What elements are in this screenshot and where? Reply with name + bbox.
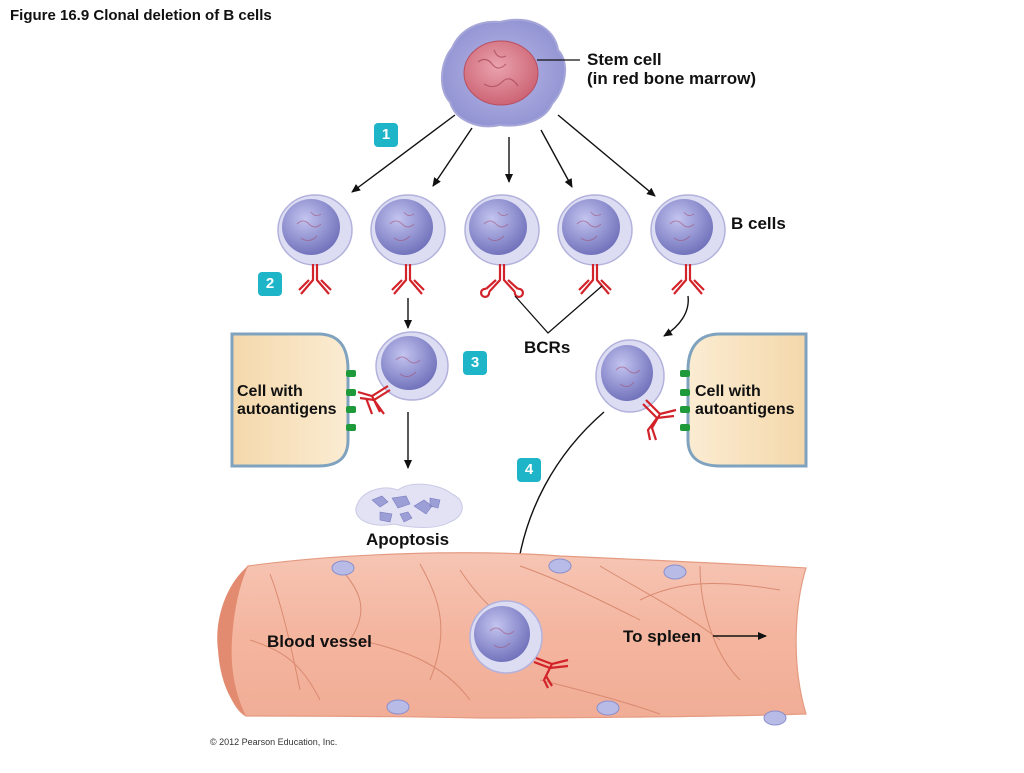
left-cell-with-autoantigens-label: Cell with autoantigens [237,383,337,419]
b-cells-label: B cells [731,214,786,233]
bcr-binding-right [642,399,677,441]
step-2-badge: 2 [258,272,282,296]
b-cell-5 [650,194,726,266]
left-cell-label-line1: Cell with [237,383,303,400]
stem-cell [441,18,567,128]
right-cell-label-line2: autoantigens [695,400,795,418]
apoptotic-cell [355,483,463,528]
autoantigens-right [680,370,690,431]
step-4-badge: 4 [517,458,541,482]
left-autoantigen-cell [230,332,356,468]
arrow-to-b-cell-2 [432,127,473,187]
bcrs-pointer-lines [514,285,603,334]
bcr-3 [480,264,524,298]
step-3-badge: 3 [463,351,487,375]
differentiation-arrows [351,114,656,197]
arrow-to-b-cell-1 [351,114,456,193]
stem-cell-label-line2: (in red bone marrow) [587,69,757,89]
b-cell-4 [557,194,633,266]
right-autoantigen-cell [680,332,808,468]
bcrs-label: BCRs [524,338,571,357]
bcr-1 [298,264,332,295]
b-cell-in-vessel [469,600,543,674]
step-1-badge: 1 [374,123,398,147]
right-cell-label-line1: Cell with [695,383,761,400]
bcr-binding-left [357,385,391,415]
autoantigens-left [346,370,356,431]
b-cell-3 [464,194,540,266]
bcr-2 [391,264,425,295]
to-spleen-label: To spleen [623,627,702,646]
bcr-5 [671,264,705,295]
copyright-notice: © 2012 Pearson Education, Inc. [210,737,338,747]
blood-vessel-label: Blood vessel [267,632,372,651]
bcr-in-vessel [533,656,569,689]
stem-cell-label-line1: Stem cell [587,50,662,69]
b-cell-1 [277,194,353,266]
endothelial-nuclei [331,558,787,726]
apoptosis-label: Apoptosis [366,530,450,549]
stem-cell-label: Stem cell (in red bone marrow) [587,50,756,88]
arrow-to-b-cell-5 [557,114,656,197]
b-cell-row [277,194,726,266]
binding-b-cell-left [375,331,449,401]
arrow-to-b-cell-4 [540,129,573,188]
binding-b-cell-right [595,339,665,413]
bcr-row [298,264,705,298]
right-cell-with-autoantigens-label: Cell with autoantigens [695,383,795,419]
bcr-4 [578,264,612,295]
left-cell-label-line2: autoantigens [237,400,337,418]
b-cell-2 [370,194,446,266]
arrow-to-binding-right [663,295,689,337]
figure-title: Figure 16.9 Clonal deletion of B cells [10,7,272,24]
